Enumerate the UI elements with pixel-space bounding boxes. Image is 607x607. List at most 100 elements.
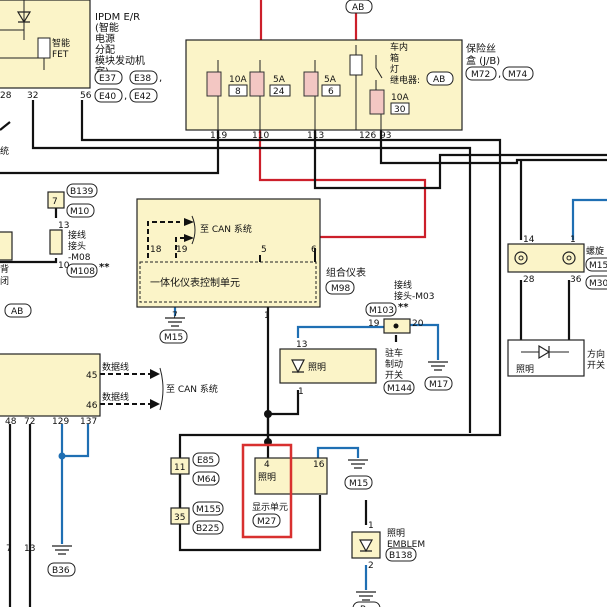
ipdm-connector-tags: E37 E38 , E40 , E42 [94,70,162,103]
ground-icon [165,317,185,327]
fuse3-tag [321,84,341,97]
cluster-pin-7: 7 [172,311,178,321]
emblem-pin-2: 2 [368,561,374,571]
fuse4-tag [390,102,410,115]
emblem-gnd: B [360,605,366,607]
conn-tag [94,88,123,103]
emblem-b138: B138 [389,551,413,561]
conn-tag [252,513,281,528]
fuse-5a-6 [303,71,319,97]
cluster-pin-1: 1 [264,311,270,321]
fet-label: 智能 [52,37,70,49]
led-icon [291,359,305,374]
meter-control-unit-label: 一体化仪表控制单元 [150,276,240,289]
relay-ab: AB [433,75,445,85]
wire-black-ipdm-32 [31,100,472,433]
cluster-can-label: 至 CAN 系统 [200,223,252,235]
lamp-inner-icon [518,255,524,261]
fuse2-tag [269,84,291,97]
fb-pin-110: 110 [252,131,269,141]
wire-black-right-sw [519,160,571,340]
wire-blue-bcm [60,424,90,458]
m03-node [393,323,399,329]
m03-l2: 接头-M03 [394,290,434,302]
conn-e38: E38 [134,74,151,84]
conn-tag [383,380,415,395]
cluster-pin-19: 19 [176,245,188,255]
relay-coil [349,54,363,76]
conn-tag [192,501,224,516]
ipdm-title: IPDM E/R [95,12,140,23]
wire-black-brake-1 [268,390,300,416]
m08-b139: B139 [70,187,94,197]
wire-black-m08 [0,208,58,264]
fuse4-num: 30 [394,105,406,115]
fusebox-title2: 盒 (J/B) [466,54,500,67]
ab-tag-left [4,303,32,318]
conn-tag [66,263,98,278]
knob-label: 螺旋 [586,245,604,257]
m03-pin-20: 20 [412,319,424,329]
conn-tag [365,302,397,317]
conn-m155-box [170,507,190,525]
fuse-5a-24 [249,71,265,97]
bcm-can-brace [159,367,164,411]
fuse2-rating: 5A [273,75,286,85]
left-fragment-text: 统 [0,145,9,157]
m08-pin-10: 10 [58,261,70,271]
ipdm-pin-32: 32 [27,91,38,101]
conn-e40: E40 [99,92,116,102]
left-box-l1: 背 [0,263,9,275]
fuse1-num: 8 [235,87,241,97]
fusebox-title: 保险丝 [466,42,496,55]
fb-pin-93: 93 [380,131,391,141]
e85-label: E85 [197,456,214,466]
e85-pin-11: 11 [174,463,185,473]
m08-l2: 接头 [68,240,86,252]
conn-tag [129,70,158,85]
bcm-pin-46: 46 [86,401,98,411]
turn-switch-illum: 照明 [516,364,534,375]
display-illum: 照明 [258,472,276,483]
m08-l3: -M08 [68,253,91,263]
wire-blue-m03 [296,323,440,360]
knob-pin-36: 36 [570,275,582,285]
m08-star: ** [99,262,110,273]
bcm-pin-72: 72 [24,417,35,427]
display-m15: M15 [349,479,368,489]
cluster-name: 组合仪表 [326,266,366,279]
fb-pin-126: 126 [359,131,376,141]
led-icon [538,344,551,360]
brake-m144: M144 [387,384,412,394]
bcm-pin-129: 129 [52,417,69,427]
m03-l1: 接线 [394,279,412,291]
bcm-pin-48: 48 [5,417,17,427]
fb-pin-119: 119 [210,131,227,141]
emblem-pin-1: 1 [368,521,374,531]
ipdm-comma-1: , [159,73,162,84]
fusebox-m74: M74 [508,70,527,80]
relay-l1: 车内 [390,41,408,53]
fet-element [37,37,51,59]
ipdm-line2: 电源 [95,32,115,45]
cluster-m98: M98 [331,284,350,294]
relay-switch-icon [375,55,383,90]
bcm-bottom-pin-13: 13 [24,544,35,554]
m08-m108: M108 [70,267,95,277]
ab-tag-relay [426,71,454,86]
can-dashed-wires [147,221,186,258]
meter-control-unit-box [139,261,317,303]
conn-tag [94,70,123,85]
wire-black-113 [313,130,607,190]
ground-icon [428,361,448,371]
conn-tag [192,452,220,467]
conn-tag [352,601,381,607]
conn-e42: E42 [134,92,151,102]
bcm-pin-137: 137 [80,417,97,427]
conn-e85-box [170,457,190,475]
knob-pin-1: 1 [570,235,576,245]
wire-black-93 [379,130,607,165]
ab-top-label: AB [352,3,364,13]
emblem-l1: 照明 [387,528,405,539]
fet-label-2: FET [52,50,69,60]
